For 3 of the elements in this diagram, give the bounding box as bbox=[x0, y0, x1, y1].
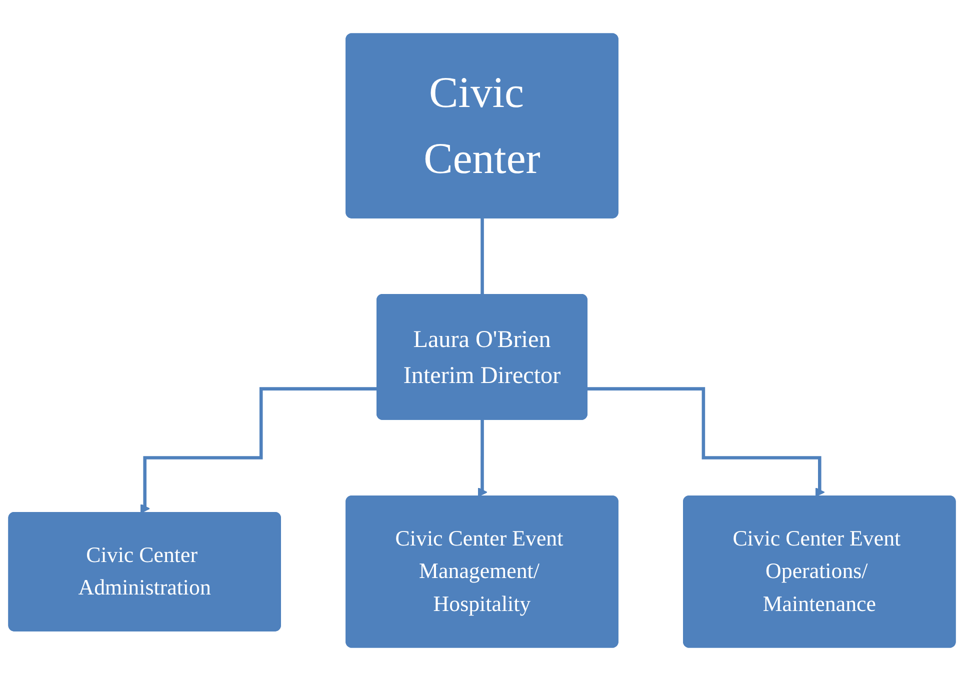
arrow bbox=[587, 387, 825, 498]
arrow bbox=[478, 418, 488, 498]
arrow bbox=[140, 387, 378, 514]
